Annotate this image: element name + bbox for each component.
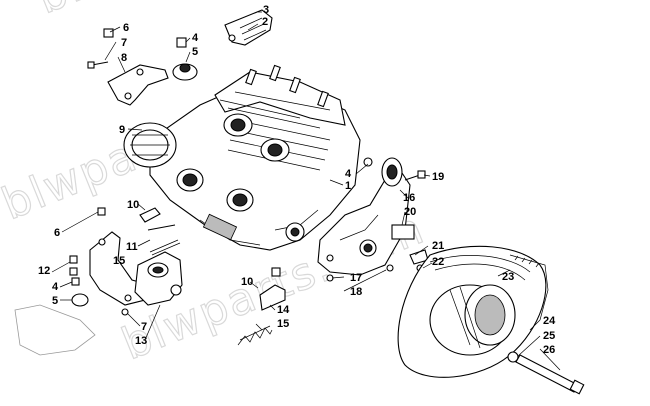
callout-15-lower: 15: [277, 318, 289, 330]
front-mount-bracket: [87, 28, 169, 106]
callout-9: 9: [119, 124, 125, 136]
bolt-set-left: [69, 207, 129, 316]
callout-25: 25: [543, 330, 555, 342]
callout-8: 8: [121, 52, 127, 64]
callout-13: 13: [135, 335, 147, 347]
engine-mount-plate: [317, 157, 411, 276]
bolt-19: [404, 170, 426, 181]
callout-6: 6: [123, 22, 129, 34]
callout-4-left: 4: [52, 281, 59, 293]
callout-23: 23: [502, 271, 514, 283]
drive-clutch: [397, 245, 549, 378]
nut-icon: [103, 28, 114, 38]
oil-pump: [134, 251, 183, 306]
callout-2: 2: [262, 16, 268, 28]
hose-10-11: [139, 207, 181, 256]
callout-11: 11: [126, 241, 138, 253]
callout-4: 4: [192, 32, 199, 44]
engine-lift-handle: [224, 9, 273, 46]
callout-14: 14: [277, 304, 290, 316]
callout-5: 5: [192, 46, 198, 58]
callout-21: 21: [432, 240, 444, 252]
watermark-top: blwparts.com: [30, 0, 347, 24]
rubber-mount: [172, 37, 198, 81]
callout-24: 24: [543, 315, 556, 327]
callout-5-left: 5: [52, 295, 58, 307]
engine-assembly: [123, 64, 361, 251]
callout-22: 22: [432, 256, 444, 268]
callout-17: 17: [350, 272, 362, 284]
leader-lines: [51, 11, 561, 371]
spark-plug-icon: [245, 64, 329, 108]
callout-10: 10: [127, 199, 139, 211]
callout-26: 26: [543, 344, 555, 356]
callout-12: 12: [38, 265, 50, 277]
callout-18: 18: [350, 286, 362, 298]
callout-3: 3: [263, 4, 269, 16]
callout-labels: 3 2 6 7 8 4 5 9 4 1 19 16 20 10 11 12 6 …: [38, 4, 556, 356]
callout-16: 16: [403, 192, 415, 204]
callout-7-lower: 7: [141, 321, 147, 333]
nut-18: [386, 264, 394, 272]
clutch-bolt-26: [515, 354, 585, 395]
callout-20: 20: [404, 206, 416, 218]
callout-6-left: 6: [54, 227, 60, 239]
callout-10-lower: 10: [241, 276, 253, 288]
callout-4-right: 4: [345, 168, 352, 180]
chassis-outline: [14, 304, 96, 356]
callout-19: 19: [432, 171, 444, 183]
washer-25: [507, 351, 519, 363]
callout-7: 7: [121, 37, 127, 49]
callout-15: 15: [113, 255, 125, 267]
bracket-20: [391, 224, 415, 240]
spring-15: [237, 325, 273, 346]
hose-10-14: [259, 267, 286, 311]
callout-1: 1: [345, 180, 351, 192]
